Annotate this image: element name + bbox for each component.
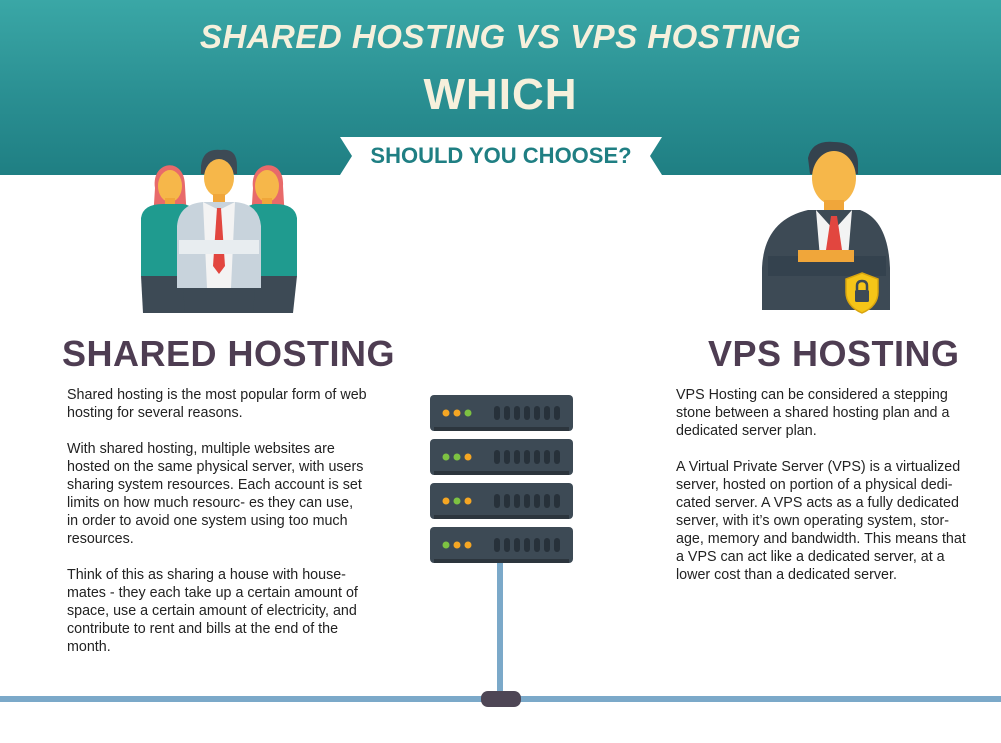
shared-hosting-description: Shared hosting is the most popular form …	[67, 386, 367, 674]
vps-hosting-heading: VPS HOSTING	[708, 333, 960, 374]
shared-paragraph: Think of this as sharing a house with ho…	[67, 567, 358, 655]
network-cable-icon	[0, 560, 1001, 707]
shared-paragraph: With shared hosting, multiple websites a…	[67, 441, 364, 547]
subtitle: SHOULD YOU CHOOSE?	[370, 143, 632, 168]
shared-hosting-heading: SHARED HOSTING	[62, 333, 396, 374]
vps-paragraph: A Virtual Private Server (VPS) is a virt…	[676, 459, 966, 583]
shared-paragraph: Shared hosting is the most popular form …	[67, 387, 367, 421]
server-rack-icon	[430, 395, 573, 563]
page-title-which: WHICH	[423, 70, 578, 119]
vps-hosting-description: VPS Hosting can be considered a stepping…	[676, 386, 976, 602]
lock-shield-icon	[845, 272, 879, 314]
vps-paragraph: VPS Hosting can be considered a stepping…	[676, 387, 950, 439]
page-title: SHARED HOSTING VS VPS HOSTING	[199, 18, 802, 55]
group-of-people-icon	[141, 149, 297, 313]
subtitle-ribbon	[340, 137, 662, 175]
